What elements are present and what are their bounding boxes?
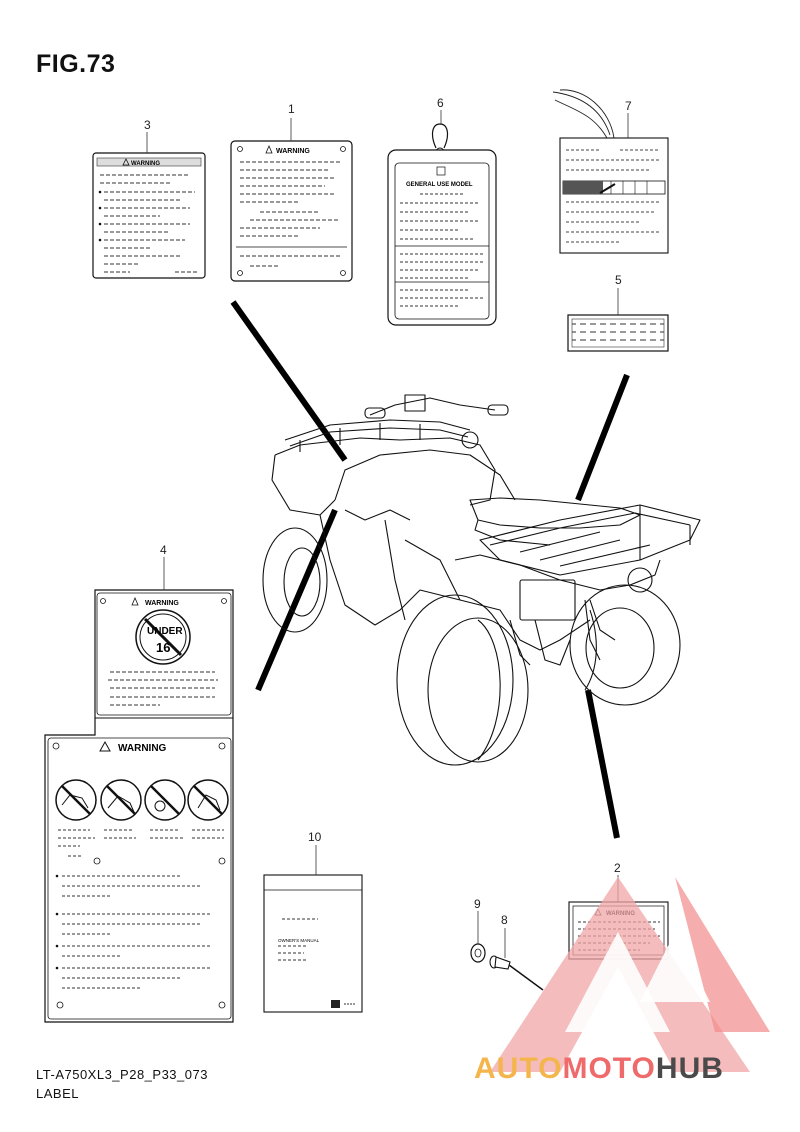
label-6-title: GENERAL USE MODEL [406, 182, 473, 188]
leader-lines [230, 300, 630, 839]
age-text: 16 [156, 640, 170, 655]
manual-title-text: OWNER'S MANUAL [278, 938, 320, 943]
brand-part-auto: AUTO [474, 1052, 563, 1085]
callout-10: 10 [308, 830, 322, 844]
label-7-hang-tag [552, 89, 669, 254]
figure-title: FIG.73 [36, 50, 116, 78]
atv-vehicle-drawing [262, 394, 701, 766]
brand-part-moto: MOTO [562, 1052, 656, 1085]
label-3-caution-icon [122, 158, 130, 166]
owners-manual-booklet: OWNER'S MANUAL [263, 874, 363, 1013]
label-3-warning-text: WARNING [131, 161, 160, 167]
label-4-top-warning-text: WARNING [145, 600, 179, 607]
callout-9: 9 [474, 897, 481, 911]
automotohub-logo-triangle [490, 877, 770, 1072]
label-1-caution-icon [265, 144, 273, 154]
callout-6: 6 [437, 96, 444, 110]
label-4-main-caution-icon [99, 740, 111, 752]
prohibition-pictograms [55, 779, 229, 821]
label-4-top-caution-icon [131, 596, 139, 606]
under-16-prohibition-icon: UNDER 16 [135, 609, 191, 665]
callout-5: 5 [615, 273, 622, 287]
callout-3: 3 [144, 118, 151, 132]
callout-7: 7 [625, 99, 632, 113]
callout-8: 8 [501, 913, 508, 927]
under-text: UNDER [147, 626, 183, 637]
figure-code: LT-A750XL3_P28_P33_073 [36, 1067, 208, 1082]
brand-part-hub: HUB [655, 1052, 724, 1085]
label-4-warning-under16-decal: WARNING UNDER 16 [44, 589, 234, 1023]
label-1-warning-text: WARNING [276, 148, 310, 155]
washer-part-9 [470, 943, 486, 963]
rivet-part-8 [489, 955, 544, 991]
label-6-general-use-tag: GENERAL USE MODEL [387, 123, 497, 326]
label-5-plate-decal [567, 314, 669, 352]
figure-caption: LABEL [36, 1086, 79, 1101]
callout-4: 4 [160, 543, 167, 557]
callout-2: 2 [614, 861, 621, 875]
label-1-warning-decal: WARNING [230, 140, 353, 282]
label-4-main-warning-text: WARNING [118, 743, 167, 754]
label-3-warning-decal: WARNING [92, 152, 206, 279]
callout-1: 1 [288, 102, 295, 116]
automotohub-watermark-text: AUTOMOTOHUB [474, 1052, 724, 1086]
